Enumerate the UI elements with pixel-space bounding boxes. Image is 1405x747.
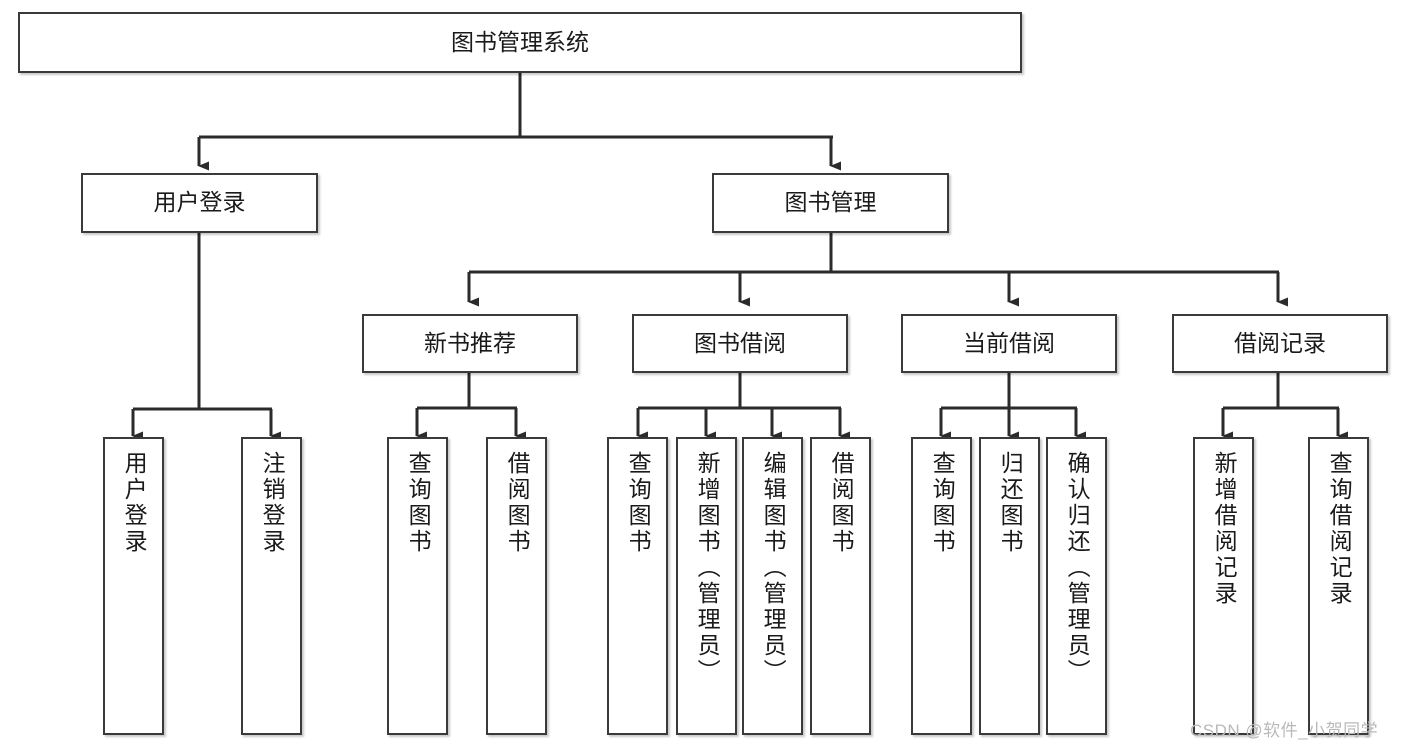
node-user-login[interactable]: 用户登录 [81, 173, 318, 233]
node-label: 查询图书 [929, 451, 956, 555]
node-label: 借阅图书 [504, 451, 531, 555]
node-label: 编辑图书（管理员） [760, 451, 787, 685]
node-label: 查询借阅记录 [1326, 451, 1353, 607]
leaf-query-book-borrow[interactable]: 查询图书 [607, 437, 668, 735]
node-borrow-record[interactable]: 借阅记录 [1172, 314, 1388, 373]
leaf-borrow-book[interactable]: 借阅图书 [810, 437, 871, 735]
leaf-return-book[interactable]: 归还图书 [979, 437, 1040, 735]
node-label: 新增图书（管理员） [694, 451, 721, 685]
node-label: 图书借阅 [694, 329, 786, 356]
leaf-user-login[interactable]: 用户登录 [103, 437, 164, 735]
node-label: 图书管理 [784, 189, 877, 216]
leaf-add-borrow-record[interactable]: 新增借阅记录 [1193, 437, 1254, 735]
leaf-logout[interactable]: 注销登录 [241, 437, 302, 735]
node-label: 归还图书 [997, 451, 1024, 555]
node-book-manage[interactable]: 图书管理 [712, 173, 949, 233]
node-current-borrow[interactable]: 当前借阅 [901, 314, 1117, 373]
node-book-borrow[interactable]: 图书借阅 [632, 314, 848, 373]
node-label: 当前借阅 [963, 329, 1055, 356]
node-label: 用户登录 [153, 189, 246, 216]
node-label: 借阅图书 [828, 451, 855, 555]
leaf-query-book-recommend[interactable]: 查询图书 [387, 437, 448, 735]
leaf-query-book-current[interactable]: 查询图书 [911, 437, 972, 735]
node-label: 图书管理系统 [451, 28, 589, 55]
node-label: 确认归还（管理员） [1064, 451, 1091, 685]
leaf-add-book-admin[interactable]: 新增图书（管理员） [676, 437, 737, 735]
leaf-query-borrow-record[interactable]: 查询借阅记录 [1308, 437, 1369, 735]
node-label: 借阅记录 [1234, 329, 1326, 356]
node-label: 用户登录 [121, 451, 148, 555]
leaf-confirm-return-admin[interactable]: 确认归还（管理员） [1046, 437, 1107, 735]
node-label: 新书推荐 [424, 329, 516, 356]
node-new-book-recommend[interactable]: 新书推荐 [362, 314, 578, 373]
node-root-system[interactable]: 图书管理系统 [18, 12, 1022, 73]
node-label: 查询图书 [625, 451, 652, 555]
node-label: 新增借阅记录 [1211, 451, 1238, 607]
leaf-borrow-book-recommend[interactable]: 借阅图书 [486, 437, 547, 735]
node-label: 注销登录 [259, 451, 286, 555]
node-label: 查询图书 [405, 451, 432, 555]
leaf-edit-book-admin[interactable]: 编辑图书（管理员） [742, 437, 803, 735]
